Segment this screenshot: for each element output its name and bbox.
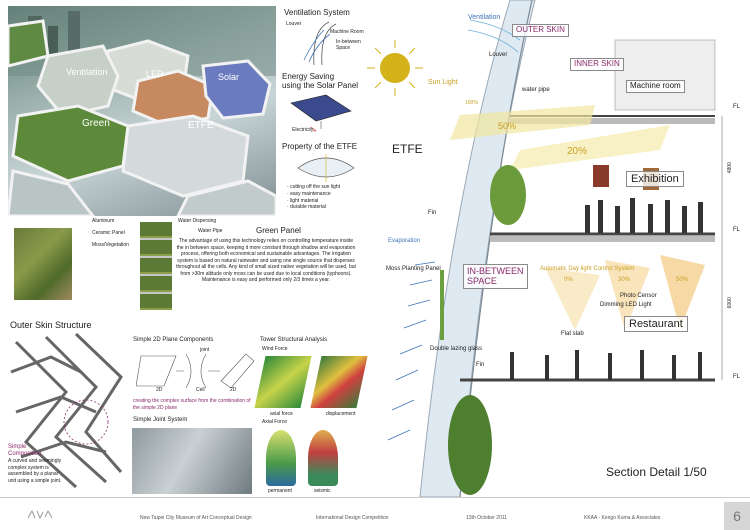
lattice-structure-drawing	[10, 332, 123, 489]
permanent-plot	[266, 430, 296, 486]
creating-surface-text: creating the complex surface from the co…	[133, 398, 251, 411]
property-etfe-title: Property of the ETFE	[282, 142, 358, 151]
fin-label-top: Fin	[428, 210, 437, 216]
label-water-pipe: Water Pipe	[198, 228, 223, 234]
solar-panel-diagram	[290, 94, 352, 132]
restaurant-label: Restaurant	[624, 316, 688, 333]
outer-structure-title: Outer Skin Structure	[10, 320, 92, 330]
etfe-cushion-diagram	[297, 154, 355, 182]
label-moss: Moss/Vegetation	[92, 242, 129, 248]
section-detail-title: Section Detail 1/50	[606, 465, 707, 479]
machine-room-label: Machine room	[626, 80, 685, 93]
green-panel-text: The advantage of using this technology r…	[176, 238, 356, 283]
logo-mark	[27, 509, 53, 520]
label-ceramic: Ceramic Panel	[92, 230, 125, 236]
composition-text: A curved and seemingly complex system is…	[8, 458, 62, 484]
sun-light-label: Sun Light	[428, 79, 458, 86]
exhibition-label: Exhibition	[626, 171, 684, 188]
label-2d-a: 2D	[156, 387, 163, 393]
joint-system-photo	[132, 428, 252, 494]
sun-icon	[367, 40, 423, 96]
label-ventilation: Ventilation	[66, 67, 108, 77]
footer-firm: KKAA - Kengo Kuma & Associates	[584, 515, 661, 521]
fl-label-3: FL	[733, 374, 741, 380]
label-cell: Cell	[196, 387, 205, 393]
footer-project: New Taipei City Museum of Art Conceptual…	[140, 515, 252, 521]
p50-label: 50%	[676, 277, 689, 283]
flat-slab-label: Flat slab	[561, 331, 584, 337]
in-between-space-label: IN-BETWEEN SPACE	[463, 264, 528, 289]
green-panel-title: Green Panel	[256, 226, 301, 235]
footer-date: 13th October 2011	[466, 515, 508, 521]
ventilation-diagram	[303, 21, 337, 66]
axial-force-label: axial force	[270, 411, 293, 417]
etfe-prop-1: · cutting off the sun light	[287, 184, 341, 190]
axial-force-plot	[254, 356, 312, 408]
joint-system-title: Simple Joint System	[133, 417, 188, 423]
double-glass-label: Double lazing glass	[430, 346, 483, 352]
photo-censor-label: Photo Censor	[620, 293, 657, 299]
section-drawing	[387, 0, 723, 497]
footer: New Taipei City Museum of Art Conceptual…	[0, 497, 750, 530]
page-number: 6	[724, 502, 750, 530]
displacement-plot	[310, 356, 368, 408]
dimension-4800: 4800	[726, 162, 733, 174]
displacement-label: displacement	[326, 411, 356, 417]
simple-composition-title: Simple Composition	[8, 444, 42, 457]
green-panel-cell-strip	[140, 222, 172, 310]
electricity-label: Electricity	[292, 127, 314, 133]
footer-competition: International Design Competition	[316, 515, 389, 521]
outer-skin-label: OUTER SKIN	[512, 24, 569, 37]
auto-control-label: Automatic Day light Control System	[540, 266, 635, 272]
evaporation-label: Evaporation	[388, 238, 421, 244]
in-between-label-small: In-between Space	[336, 39, 361, 51]
label-led: LED	[146, 69, 164, 79]
label-water-dispersing: Water Dispersing	[178, 218, 217, 224]
green-panel-photo	[14, 228, 72, 300]
label-2d-b: 2D	[230, 387, 237, 393]
ventilation-system-title: Ventilation System	[284, 8, 350, 17]
pct-50-label: 50%	[498, 121, 517, 131]
p30-label: 30%	[618, 277, 631, 283]
axial-force-title: Axial Force	[262, 419, 288, 425]
p0-label: 0%	[564, 277, 573, 283]
dimming-label: Dimming LED Light	[600, 302, 652, 308]
machine-room-label-small: Machine Room	[330, 29, 364, 35]
label-green: Green	[82, 118, 110, 129]
label-etfe-photo: ETFE	[188, 120, 214, 131]
dimension-6000: 6000	[726, 297, 733, 309]
fin-label-bottom: Fin	[476, 362, 485, 368]
permanent-label: permanent	[268, 488, 292, 494]
seismic-plot	[308, 430, 338, 486]
pct-20-label: 20%	[567, 146, 588, 157]
facade-render-drawing	[8, 6, 276, 216]
etfe-prop-2: · easy maintenance	[287, 190, 331, 197]
etfe-prop-4: · durable material	[287, 204, 326, 211]
plane-components-diagram	[136, 353, 255, 389]
joint-label: joint	[200, 347, 210, 353]
fl-label-2: FL	[733, 227, 741, 233]
tower-analysis-title: Tower Structural Analysis	[260, 337, 328, 343]
section-louver-label: Louver	[489, 52, 508, 58]
water-pipe-label: water pipe	[522, 87, 550, 93]
facade-render: Ventilation LED Solar Green ETFE	[8, 6, 276, 216]
seismic-label: seismic	[314, 488, 331, 494]
label-solar: Solar	[218, 72, 240, 82]
wind-force-title: Wind Force	[262, 346, 288, 352]
energy-saving-title: Energy Saving using the Solar Panel	[282, 72, 359, 91]
etfe-prop-3: · light material	[287, 197, 319, 204]
plane-components-title: Simple 2D Plane Components	[133, 337, 214, 343]
louver-label-small: Louver	[286, 21, 302, 27]
pct-100-label: 100%	[465, 100, 478, 106]
etfe-properties-list: · cutting off the sun light · easy maint…	[287, 184, 340, 211]
section-ventilation-label: Ventilation	[468, 14, 501, 21]
label-aluminum: Aluminum	[92, 218, 115, 224]
inner-skin-label: INNER SKIN	[570, 58, 624, 71]
etfe-section-label: ETFE	[392, 142, 423, 156]
moss-panel-label: Moss Planting Panel	[386, 266, 441, 272]
fl-label-1: FL	[733, 104, 741, 110]
